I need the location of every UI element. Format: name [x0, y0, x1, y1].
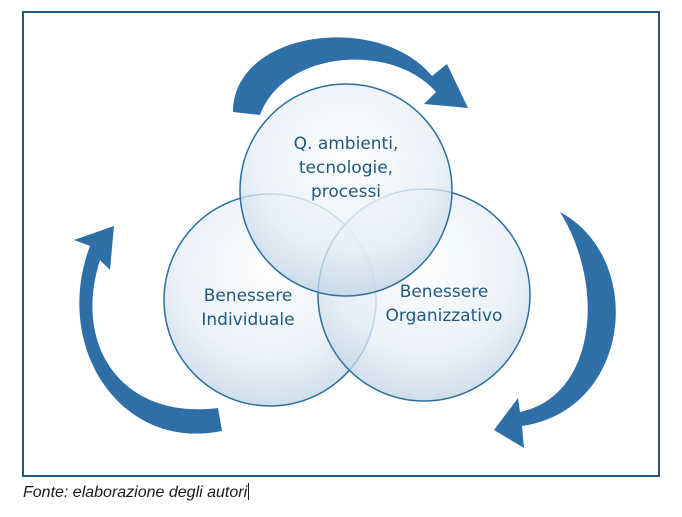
arrow-left-icon [74, 226, 222, 434]
caption-text: Fonte: elaborazione degli autori [23, 484, 248, 501]
text-cursor [248, 483, 250, 500]
circle-ambienti [239, 83, 453, 297]
label-ambienti: Q. ambienti, tecnologie, processi [293, 134, 399, 202]
arrow-top-icon [233, 37, 468, 115]
label-individuale: Benessere Individuale [201, 286, 295, 330]
label-organizzativo: Benessere Organizzativo [385, 282, 503, 326]
arrow-right-icon [494, 212, 616, 448]
source-caption: Fonte: elaborazione degli autori [23, 483, 250, 502]
